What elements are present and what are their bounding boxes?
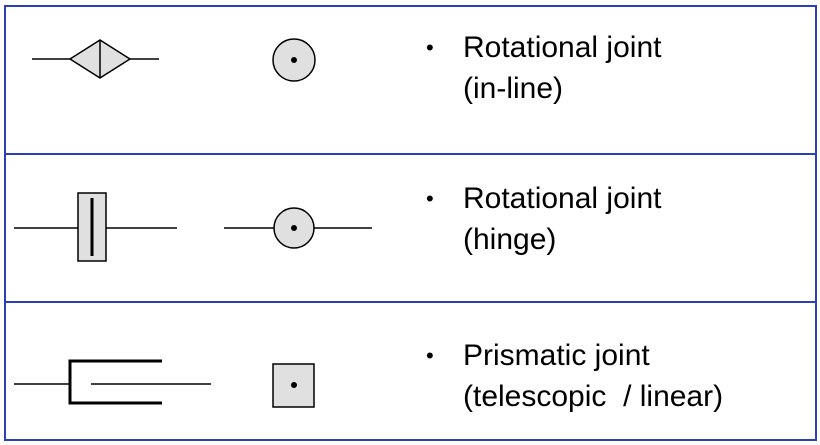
row-2-symbols — [14, 192, 372, 262]
circle-dot-symbol — [272, 38, 316, 82]
table-row: • Prismatic joint (telescopic / linear) — [6, 301, 815, 441]
square-dot-symbol — [272, 363, 315, 408]
table-row: • Rotational joint (in-line) — [6, 7, 815, 151]
joint-name: Rotational joint — [463, 31, 662, 64]
diamond-inline-symbol — [32, 39, 159, 79]
bullet: • — [426, 186, 434, 211]
joint-symbol-table: • Rotational joint (in-line) • Rotationa… — [4, 5, 817, 441]
joint-subtype: (hinge) — [463, 223, 557, 256]
table-row: • Rotational joint (hinge) — [6, 153, 815, 303]
bullet: • — [426, 343, 434, 368]
joint-subtype: (telescopic / linear) — [463, 380, 724, 413]
row-1-symbols — [32, 38, 316, 82]
telescopic-symbol — [14, 359, 211, 405]
row-3-symbols — [14, 359, 315, 408]
joint-name: Rotational joint — [463, 182, 662, 215]
joint-subtype: (in-line) — [463, 72, 564, 105]
hinge-rect-symbol — [14, 192, 177, 262]
joint-name: Prismatic joint — [463, 339, 650, 372]
joint-label: • Rotational joint (hinge) — [426, 178, 661, 260]
joint-label: • Rotational joint (in-line) — [426, 27, 661, 109]
bullet: • — [426, 35, 434, 60]
circle-dot-line-symbol — [224, 207, 372, 249]
joint-label: • Prismatic joint (telescopic / linear) — [426, 335, 723, 417]
